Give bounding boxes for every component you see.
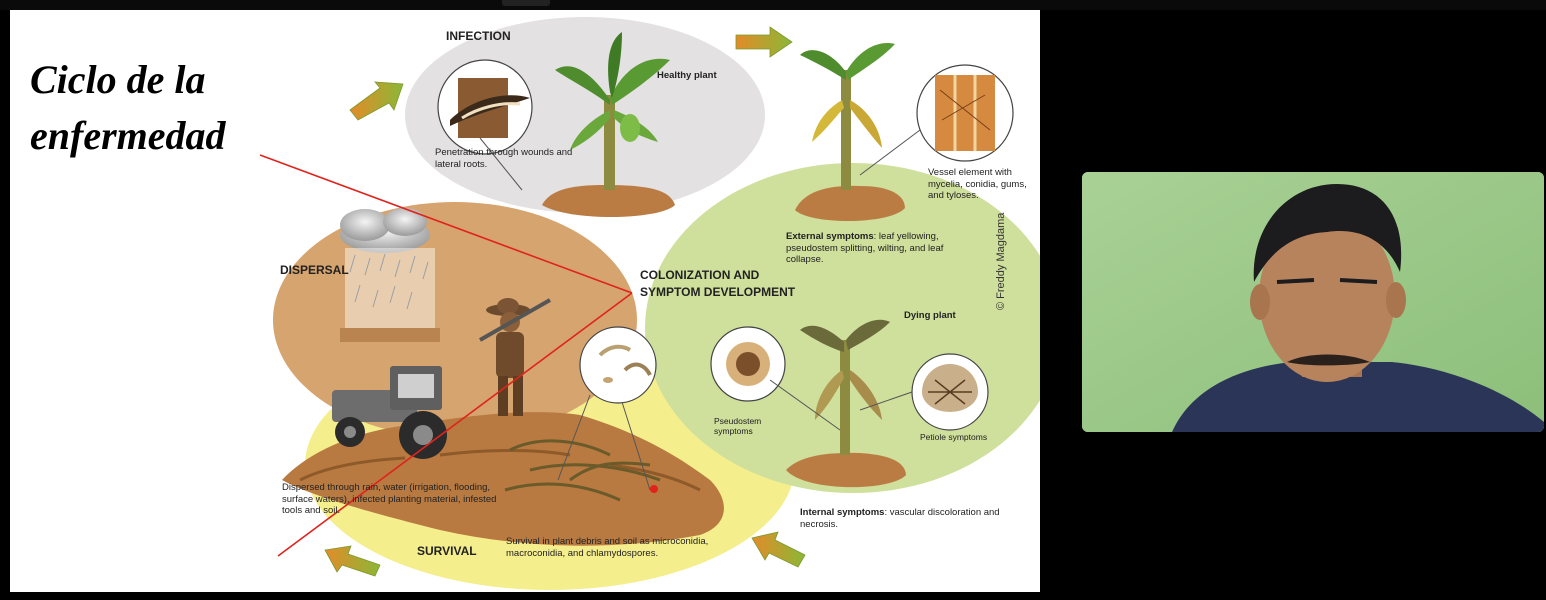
- presentation-slide: Ciclo de la enfermedad INFECTION DISPERS…: [10, 10, 1040, 592]
- eyebrow: [1339, 278, 1378, 284]
- healthy-banana-plant: [542, 32, 675, 218]
- tractor-illustration: [332, 366, 447, 459]
- internal-symptoms-text: : vascular discoloration and necrosis.: [800, 507, 1000, 530]
- webcam-tile[interactable]: [1082, 172, 1544, 432]
- external-symptoms-title: External symptoms: [786, 231, 874, 242]
- annotation-line: [259, 154, 633, 294]
- label-vessel-element: Vessel element with mycelia, conidia, gu…: [928, 167, 1027, 201]
- rain-cloud-icon: [340, 208, 440, 342]
- disease-cycle-diagram: [259, 17, 1040, 590]
- cycle-arrow-icon: [349, 81, 404, 121]
- stage-survival: SURVIVAL: [417, 544, 477, 558]
- copyright-text: © Freddy Magdama: [995, 213, 1007, 310]
- mustache: [1287, 354, 1370, 366]
- internal-symptoms-title: Internal symptoms: [800, 507, 885, 518]
- label-dispersed: Dispersed through rain, water (irrigatio…: [282, 482, 497, 516]
- farmer-illustration: [479, 298, 551, 416]
- shirt: [1172, 362, 1544, 432]
- ear: [1386, 282, 1406, 318]
- label-petiole: Petiole symptoms: [920, 432, 988, 442]
- root-penetration-inset: [437, 59, 533, 191]
- top-notch: [502, 0, 550, 6]
- stage-dispersal: DISPERSAL: [280, 263, 349, 277]
- title-line: enfermedad: [30, 113, 226, 158]
- petiole-inset: [859, 353, 989, 431]
- label-internal-symptoms: Internal symptoms: vascular discoloratio…: [800, 507, 1010, 530]
- spores-inset: [557, 326, 657, 491]
- dispersal-region: [273, 202, 637, 438]
- stage-infection: INFECTION: [446, 29, 511, 43]
- soil-clumps: [299, 449, 701, 492]
- label-external-symptoms: External symptoms: leaf yellowing, pseud…: [786, 231, 971, 266]
- presenter-video: [1082, 172, 1544, 432]
- face: [1259, 212, 1395, 382]
- cycle-arrow-icon: [735, 26, 793, 58]
- ear: [1250, 284, 1270, 320]
- label-dying-plant: Dying plant: [904, 310, 956, 321]
- stage-colonization-line2: SYMPTOM DEVELOPMENT: [640, 285, 796, 299]
- vessel-element-inset: [916, 64, 1014, 162]
- dying-banana-plant: [786, 319, 906, 488]
- hair: [1253, 184, 1402, 282]
- annotation-line: [277, 292, 633, 557]
- label-survival: Survival in plant debris and soil as mic…: [506, 536, 709, 559]
- pseudostem-inset: [710, 326, 841, 431]
- external-symptoms-text: : leaf yellowing, pseudostem splitting, …: [786, 231, 944, 265]
- soil-mound: [282, 412, 724, 546]
- stage-colonization-line1: COLONIZATION AND: [640, 268, 760, 282]
- window-top-bar: [0, 0, 1546, 10]
- label-pseudostem: Pseudostem symptoms: [714, 416, 762, 436]
- eyebrow: [1276, 278, 1315, 284]
- plant-debris: [504, 439, 661, 502]
- cycle-arrow-icon: [324, 545, 381, 577]
- label-healthy-plant: Healthy plant: [657, 70, 717, 81]
- cycle-arrow-icon: [751, 531, 806, 568]
- slide-title: Ciclo de la enfermedad: [30, 52, 290, 164]
- cursor-marker: [650, 485, 658, 493]
- title-line: Ciclo de la: [30, 57, 206, 102]
- wilting-banana-plant: [795, 43, 921, 222]
- label-penetration: Penetration through wounds and lateral r…: [435, 147, 573, 170]
- copyright-value: © Freddy Magdama: [995, 212, 1007, 310]
